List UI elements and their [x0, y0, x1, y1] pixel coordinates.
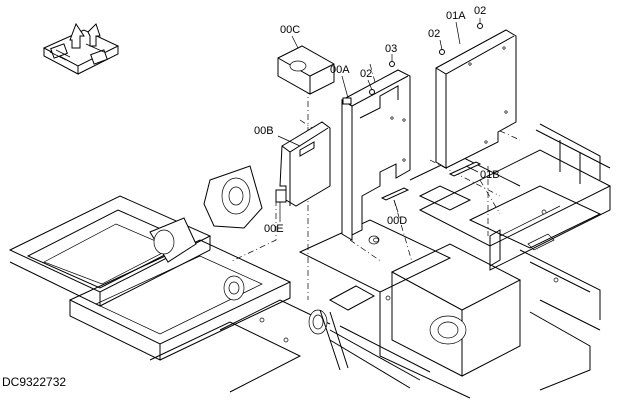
machine-orientation-icon: [42, 22, 120, 75]
seal-strips: [380, 161, 482, 201]
callout-00D: 00D: [387, 215, 407, 227]
callout-00C: 00C: [280, 24, 300, 36]
leader-lines: [277, 18, 481, 222]
callout-02-door-top: 02: [474, 5, 486, 17]
part-00B-bracket: [275, 121, 331, 207]
document-id: DC9322732: [2, 375, 66, 389]
callout-02-panel: 02: [360, 68, 372, 80]
part-00C-pad: [277, 45, 335, 95]
part-01A-panel: [435, 29, 517, 169]
callout-00B: 00B: [254, 125, 274, 137]
callout-00E: 00E: [264, 223, 284, 235]
callout-00A: 00A: [330, 64, 350, 76]
callout-03: 03: [385, 43, 397, 55]
callout-01A: 01A: [446, 10, 466, 22]
callout-02-door-left: 02: [428, 28, 440, 40]
part-00E-clip: [275, 189, 287, 203]
machine-frame: [8, 123, 612, 399]
part-00A-panel: [341, 69, 411, 241]
callout-01B: 01B: [480, 169, 500, 181]
